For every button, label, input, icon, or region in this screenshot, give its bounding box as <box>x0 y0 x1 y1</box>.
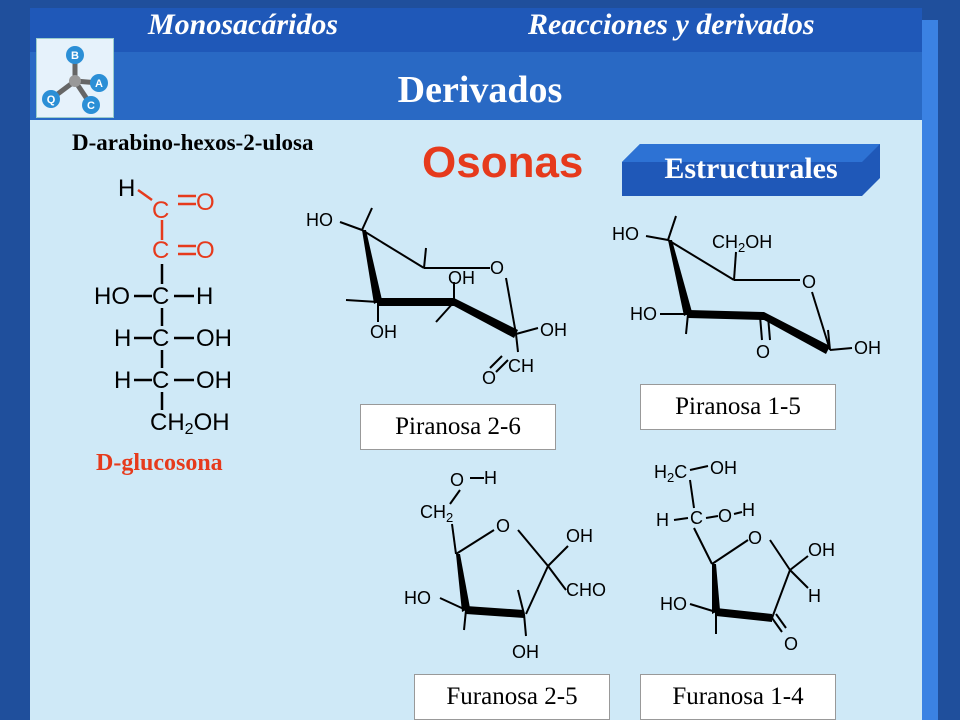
section-left-label: Monosacáridos <box>148 8 339 41</box>
atom-label: O <box>784 634 798 654</box>
compound-systematic-name: D-arabino-hexos-2-ulosa <box>72 130 314 155</box>
chain-atom: H <box>196 283 213 310</box>
logo-letter: C <box>87 100 95 112</box>
atom-label: O <box>450 470 464 490</box>
atom-label: OH <box>448 268 475 288</box>
atom-label: C <box>690 508 703 528</box>
atom-label: HO <box>630 304 657 324</box>
header-band <box>30 52 922 120</box>
section-heading: Osonas <box>422 138 584 187</box>
atom-label: OH <box>566 526 593 546</box>
chain-atom: HO <box>94 283 130 310</box>
chain-atom: C <box>152 283 169 310</box>
atom-label: H <box>808 586 821 606</box>
chain-atom: OH <box>196 325 232 352</box>
slide-edge <box>922 20 938 720</box>
chain-atom: O <box>196 237 215 264</box>
caption-piranosa-2-6: Piranosa 2-6 <box>360 404 556 450</box>
atom-label: OH <box>710 458 737 478</box>
logo-letter: Q <box>47 94 56 106</box>
atom-label: O <box>802 272 816 292</box>
atom-label: OH <box>854 338 881 358</box>
chain-atom: C <box>152 197 169 224</box>
atom-label: CHO <box>566 580 606 600</box>
atom-label: HO <box>404 588 431 608</box>
chain-atom: C <box>152 237 169 264</box>
chain-atom: CH2OH <box>150 409 230 438</box>
atom-label: H <box>742 500 755 520</box>
atom-label: OH <box>808 540 835 560</box>
atom-label: CH <box>508 356 534 376</box>
atom-label: HO <box>660 594 687 614</box>
atom-label: CH2OH <box>712 232 772 255</box>
compound-common-name: D-glucosona <box>96 450 223 476</box>
chain-atom: H <box>114 367 131 394</box>
caption-piranosa-1-5: Piranosa 1-5 <box>640 384 836 430</box>
molecule-logo-icon: B A C Q <box>36 38 114 118</box>
atom-label: CH2 <box>420 502 453 525</box>
page-title: Derivados <box>397 69 563 111</box>
atom-label: OH <box>540 320 567 340</box>
tab-structurals[interactable]: Estructurales <box>664 152 838 185</box>
atom-label: O <box>756 342 770 362</box>
atom-label: HO <box>612 224 639 244</box>
atom-label: O <box>496 516 510 536</box>
atom-label: O <box>490 258 504 278</box>
atom-label: HO <box>306 210 333 230</box>
atom-label: O <box>718 506 732 526</box>
chain-atom: OH <box>196 367 232 394</box>
caption-furanosa-2-5: Furanosa 2-5 <box>414 674 610 720</box>
atom-label: H <box>484 468 497 488</box>
chain-atom: C <box>152 367 169 394</box>
logo-letter: A <box>95 78 103 90</box>
atom-label: O <box>482 368 496 388</box>
atom-label: OH <box>512 642 539 662</box>
atom-label: H <box>656 510 669 530</box>
top-bar <box>30 8 922 52</box>
chain-atom: H <box>114 325 131 352</box>
logo-letter: B <box>71 50 79 62</box>
atom-label: H2C <box>654 462 687 485</box>
section-right-label: Reacciones y derivados <box>528 8 815 41</box>
atom-label: O <box>748 528 762 548</box>
caption-furanosa-1-4: Furanosa 1-4 <box>640 674 836 720</box>
tab-structurals-shape <box>622 144 880 196</box>
chain-atom: O <box>196 189 215 216</box>
chain-atom: C <box>152 325 169 352</box>
chain-atom: H <box>118 175 135 202</box>
atom-label: OH <box>370 322 397 342</box>
